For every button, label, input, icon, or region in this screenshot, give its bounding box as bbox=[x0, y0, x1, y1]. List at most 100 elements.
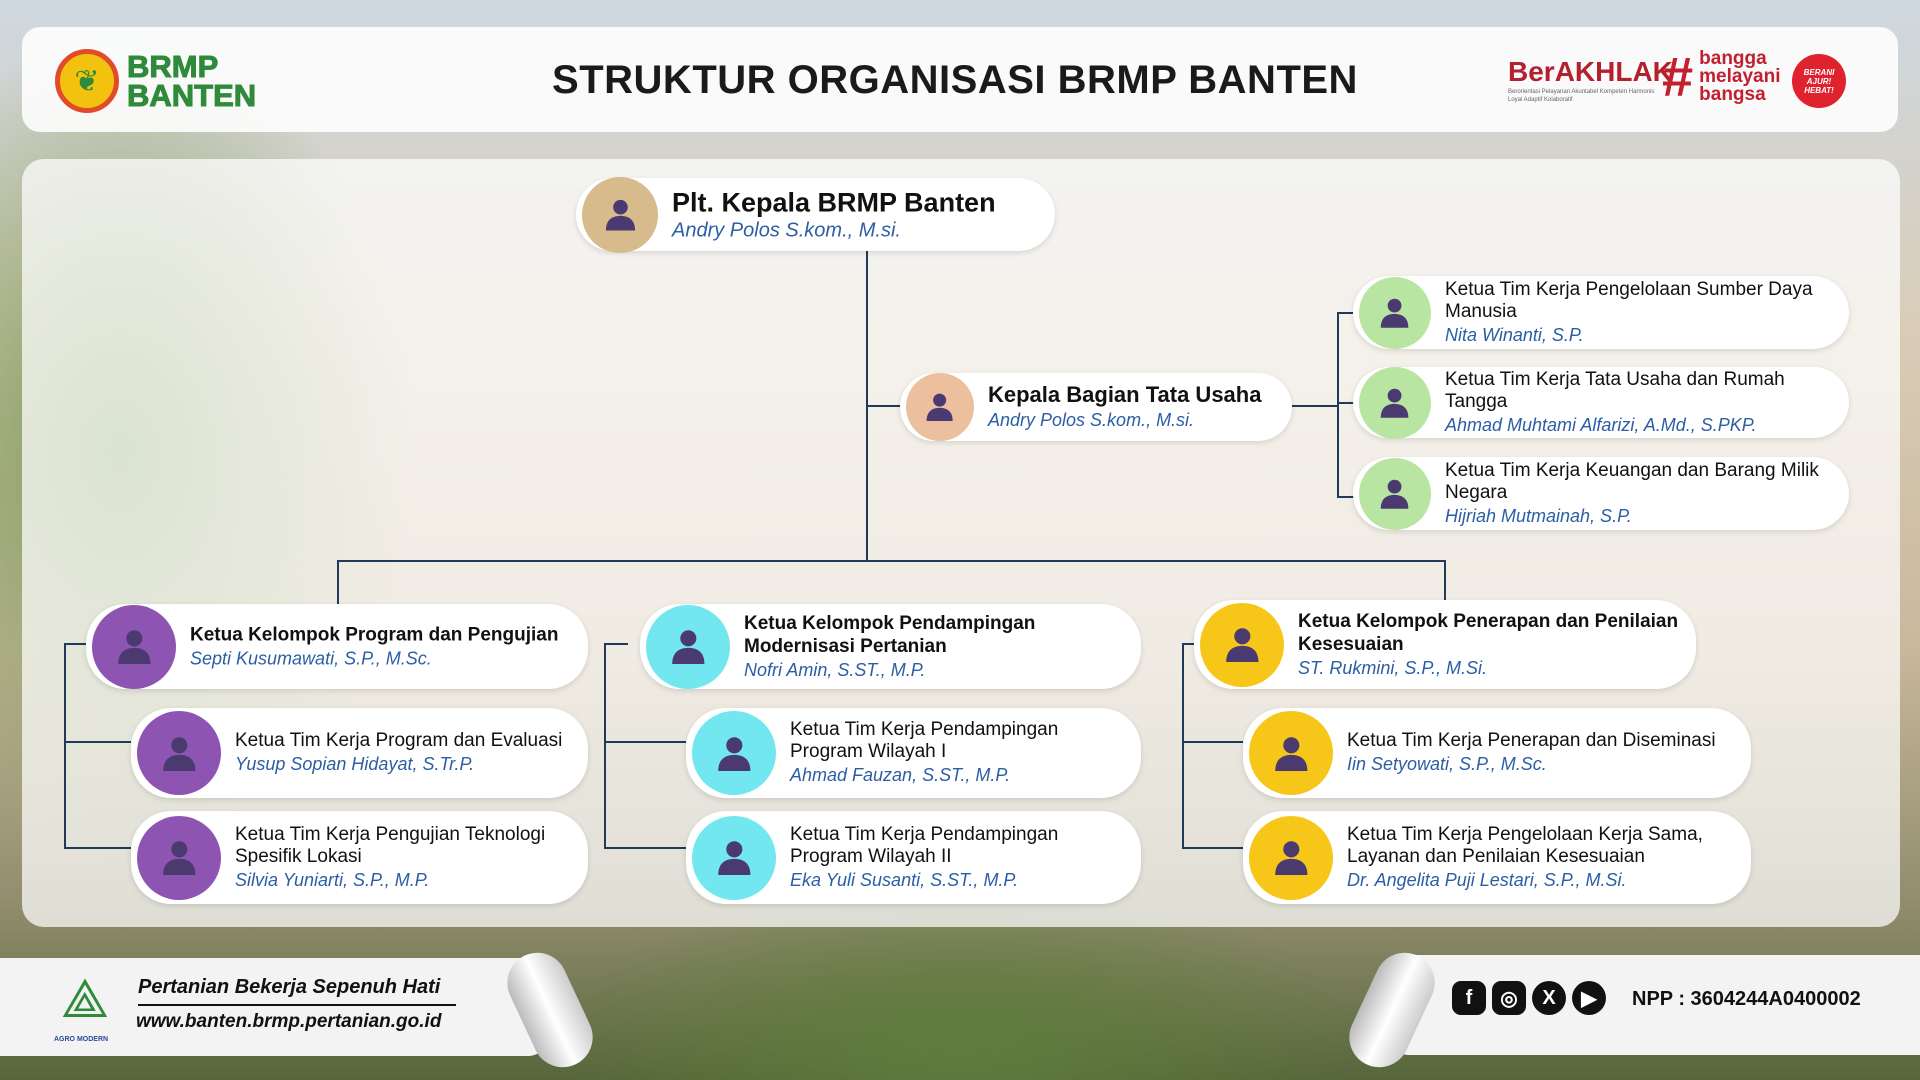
divider bbox=[138, 1004, 456, 1006]
connector-line bbox=[866, 405, 902, 407]
connector-line bbox=[604, 643, 606, 849]
role-title: Kepala Bagian Tata Usaha bbox=[988, 382, 1262, 407]
connector-line bbox=[604, 643, 628, 645]
person-avatar-icon bbox=[1249, 815, 1333, 900]
card-group-team[interactable]: Ketua Tim Kerja Pendampingan Program Wil… bbox=[686, 708, 1141, 798]
role-title: Ketua Tim Kerja Pengelolaan Kerja Sama, … bbox=[1347, 823, 1703, 867]
instagram-icon[interactable]: ◎ bbox=[1492, 981, 1526, 1015]
connector-line bbox=[64, 643, 88, 645]
role-title: Ketua Tim Kerja Pengujian Teknologi Spes… bbox=[235, 823, 546, 867]
connector-line bbox=[337, 560, 1446, 562]
person-name: Nofri Amin, S.ST., M.P. bbox=[744, 659, 926, 680]
person-name: ST. Rukmini, S.P., M.Si. bbox=[1298, 657, 1488, 678]
person-name: Yusup Sopian Hidayat, S.Tr.P. bbox=[235, 754, 475, 774]
person-name: Septi Kusumawati, S.P., M.Sc. bbox=[190, 648, 432, 668]
card-group-head[interactable]: Ketua Kelompok Pendampingan Modernisasi … bbox=[640, 604, 1141, 689]
connector-line bbox=[604, 847, 686, 849]
x-icon[interactable]: X bbox=[1532, 981, 1566, 1015]
person-name: Nita Winanti, S.P. bbox=[1445, 324, 1584, 345]
hashtag-icon: # bbox=[1662, 45, 1694, 108]
card-tu-team[interactable]: Ketua Tim Kerja Tata Usaha dan Rumah Tan… bbox=[1353, 366, 1849, 439]
person-name: Silvia Yuniarti, S.P., M.P. bbox=[235, 869, 430, 890]
agro-modern-label: AGRO MODERN bbox=[54, 1036, 109, 1043]
connector-line bbox=[1337, 312, 1355, 314]
role-title: Ketua Tim Kerja Pendampingan Program Wil… bbox=[790, 719, 1059, 762]
npp-number: NPP : 3604244A0400002 bbox=[1632, 988, 1861, 1010]
card-group-team[interactable]: Ketua Tim Kerja Pendampingan Program Wil… bbox=[686, 811, 1141, 904]
person-avatar-icon bbox=[137, 815, 221, 900]
role-title: Ketua Tim Kerja Penerapan dan Diseminasi bbox=[1347, 730, 1716, 751]
connector-line bbox=[1182, 741, 1243, 743]
person-avatar-icon bbox=[137, 711, 221, 795]
bangga-word: bangga bbox=[1699, 48, 1767, 69]
logo-text-2: BANTEN bbox=[126, 78, 257, 113]
berakhlak-subtext: Berorientasi Pelayanan Akuntabel Kompete… bbox=[1508, 89, 1655, 103]
connector-line bbox=[1292, 405, 1338, 407]
connector-line bbox=[1444, 560, 1446, 602]
role-title: Ketua Tim Kerja Program dan Evaluasi bbox=[235, 730, 563, 751]
card-group-team[interactable]: Ketua Tim Kerja Pengelolaan Kerja Sama, … bbox=[1243, 811, 1751, 904]
person-name: Ahmad Fauzan, S.ST., M.P. bbox=[790, 765, 1011, 785]
connector-line bbox=[1182, 847, 1243, 849]
person-avatar-icon bbox=[582, 176, 658, 253]
role-title: Plt. Kepala BRMP Banten bbox=[672, 187, 996, 217]
card-group-team[interactable]: Ketua Tim Kerja Penerapan dan Diseminasi… bbox=[1243, 708, 1751, 798]
role-title: Ketua Tim Kerja Pengelolaan Sumber Daya … bbox=[1445, 278, 1813, 322]
leaf-emblem-icon: ❦ bbox=[55, 49, 119, 113]
card-group-head[interactable]: Ketua Kelompok Penerapan dan Penilaian K… bbox=[1194, 600, 1696, 689]
person-name: Dr. Angelita Puji Lestari, S.P., M.Si. bbox=[1347, 869, 1627, 890]
connector-line bbox=[1337, 402, 1355, 404]
youtube-icon[interactable]: ▶ bbox=[1572, 981, 1606, 1015]
card-tu-team[interactable]: Ketua Tim Kerja Keuangan dan Barang Mili… bbox=[1353, 457, 1849, 530]
logo-text-1: BRMP bbox=[126, 49, 219, 84]
connector-line bbox=[1182, 643, 1184, 849]
person-name: Andry Polos S.kom., M.si. bbox=[988, 410, 1195, 430]
person-avatar-icon bbox=[646, 604, 730, 689]
role-title: Ketua Tim Kerja Tata Usaha dan Rumah Tan… bbox=[1445, 368, 1785, 412]
berani-seal: BERANI AJUR! HEBAT! bbox=[1792, 54, 1846, 108]
person-avatar-icon bbox=[92, 604, 176, 689]
person-avatar-icon bbox=[1359, 366, 1431, 439]
bangga-word: melayani bbox=[1699, 66, 1781, 87]
card-tu-team[interactable]: Ketua Tim Kerja Pengelolaan Sumber Daya … bbox=[1353, 276, 1849, 349]
role-title: Ketua Kelompok Penerapan dan Penilaian K… bbox=[1298, 610, 1679, 655]
connector-line bbox=[1337, 312, 1339, 498]
person-avatar-icon bbox=[692, 711, 776, 795]
person-name: Ahmad Muhtami Alfarizi, A.Md., S.PKP. bbox=[1445, 414, 1757, 435]
connector-line bbox=[337, 560, 339, 605]
agro-modern-logo-icon: ⟁ bbox=[60, 969, 110, 1029]
role-title: Ketua Tim Kerja Keuangan dan Barang Mili… bbox=[1445, 459, 1819, 503]
berakhlak-text: BerAKHLAK bbox=[1508, 56, 1673, 87]
website-link[interactable]: www.banten.brmp.pertanian.go.id bbox=[136, 1011, 442, 1032]
person-avatar-icon bbox=[1359, 276, 1431, 349]
facebook-icon[interactable]: f bbox=[1452, 981, 1486, 1015]
role-title: Ketua Kelompok Pendampingan Modernisasi … bbox=[744, 612, 1036, 657]
person-avatar-icon bbox=[1359, 457, 1431, 530]
person-avatar-icon bbox=[692, 815, 776, 900]
role-title: Ketua Kelompok Program dan Pengujian bbox=[190, 624, 559, 645]
header-bar bbox=[22, 27, 1898, 132]
connector-line bbox=[604, 741, 686, 743]
connector-line bbox=[1337, 496, 1355, 498]
person-name: Iin Setyowati, S.P., M.Sc. bbox=[1347, 754, 1547, 774]
person-name: Hijriah Mutmainah, S.P. bbox=[1445, 505, 1632, 526]
card-group-team[interactable]: Ketua Tim Kerja Pengujian Teknologi Spes… bbox=[131, 811, 588, 904]
person-avatar-icon bbox=[1200, 602, 1284, 687]
footer-left: ⟁ AGRO MODERN Pertanian Bekerja Sepenuh … bbox=[0, 958, 545, 1056]
connector-line bbox=[64, 643, 66, 849]
berakhlak-logo: BerAKHLAK Berorientasi Pelayanan Akuntab… bbox=[1508, 56, 1673, 104]
person-avatar-icon bbox=[1249, 711, 1333, 795]
person-avatar-icon bbox=[906, 373, 974, 441]
connector-line bbox=[64, 847, 131, 849]
footer-right: f ◎ X ▶ NPP : 3604244A0400002 bbox=[1392, 955, 1920, 1055]
tagline: Pertanian Bekerja Sepenuh Hati bbox=[138, 976, 441, 998]
person-name: Andry Polos S.kom., M.si. bbox=[672, 219, 901, 241]
role-title: Ketua Tim Kerja Pendampingan Program Wil… bbox=[790, 823, 1059, 867]
page-title: STRUKTUR ORGANISASI BRMP BANTEN bbox=[552, 58, 1358, 102]
